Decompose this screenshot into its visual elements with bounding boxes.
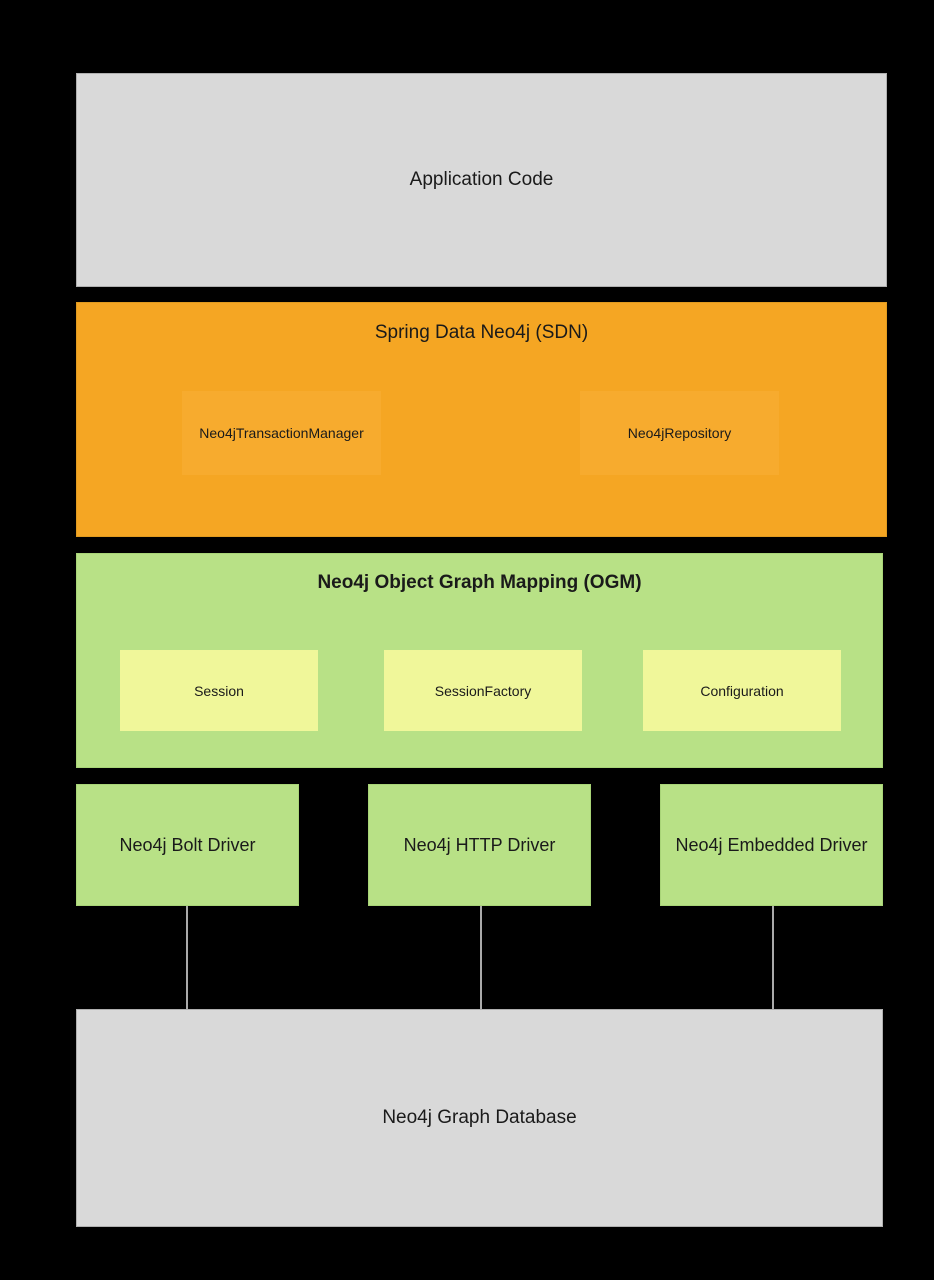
neo4j-bolt-driver-label: Neo4j Bolt Driver xyxy=(119,834,256,855)
neo4j-http-driver-box: Neo4j HTTP Driver xyxy=(368,784,591,906)
neo4j-repository-label: Neo4jRepository xyxy=(627,425,732,441)
neo4j-embedded-driver-box: Neo4j Embedded Driver xyxy=(660,784,883,906)
neo4j-http-driver-label: Neo4j HTTP Driver xyxy=(403,834,556,855)
configuration-box: Configuration xyxy=(643,650,841,731)
neo4j-graph-database-box: Neo4j Graph Database xyxy=(76,1009,883,1227)
neo4j-graph-database-label: Neo4j Graph Database xyxy=(382,1107,577,1128)
application-code-label: Application Code xyxy=(409,169,554,190)
application-code-box: Application Code xyxy=(76,73,887,287)
session-label: Session xyxy=(194,682,244,699)
configuration-label: Configuration xyxy=(700,682,784,699)
session-box: Session xyxy=(120,650,318,731)
connector-embedded-to-database xyxy=(772,906,774,1009)
spring-data-neo4j-layer: Spring Data Neo4j (SDN) Neo4jTransaction… xyxy=(76,302,887,537)
session-factory-box: SessionFactory xyxy=(384,650,582,731)
spring-data-neo4j-title: Spring Data Neo4j (SDN) xyxy=(374,322,589,343)
neo4j-transaction-manager-label: Neo4jTransactionManager xyxy=(199,425,364,441)
neo4j-bolt-driver-box: Neo4j Bolt Driver xyxy=(76,784,299,906)
neo4j-repository-box: Neo4jRepository xyxy=(580,391,779,475)
connector-http-to-database xyxy=(480,906,482,1009)
neo4j-ogm-title: Neo4j Object Graph Mapping (OGM) xyxy=(317,572,642,593)
neo4j-embedded-driver-label: Neo4j Embedded Driver xyxy=(675,834,868,855)
neo4j-transaction-manager-box: Neo4jTransactionManager xyxy=(182,391,381,475)
connector-bolt-to-database xyxy=(186,906,188,1009)
session-factory-label: SessionFactory xyxy=(434,682,532,699)
neo4j-ogm-layer: Neo4j Object Graph Mapping (OGM) Session… xyxy=(76,553,883,768)
